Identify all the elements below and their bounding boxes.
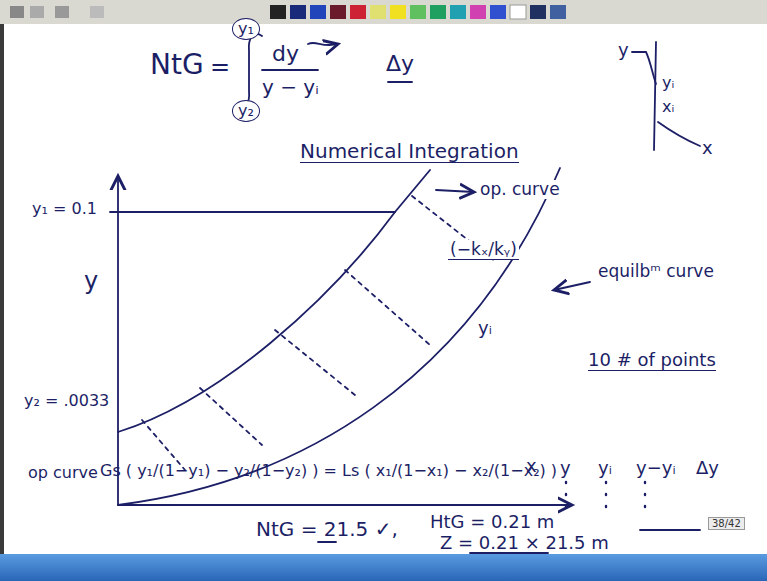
- table-header: y−yᵢ: [636, 458, 676, 478]
- interface-label: xᵢ: [662, 98, 674, 116]
- equals-sign: =: [210, 54, 230, 80]
- limit-label: y₂: [232, 100, 260, 122]
- point-label: yᵢ: [476, 318, 494, 338]
- toolbar-icons: [10, 5, 566, 19]
- status-bar: [0, 554, 767, 581]
- numerator: dy: [272, 42, 299, 66]
- value-label: y₂ = .0033: [22, 392, 111, 410]
- section-heading: Numerical Integration: [300, 140, 519, 163]
- limit-label: y₁: [232, 18, 260, 40]
- table-header: y: [560, 458, 571, 478]
- variable-label: x: [526, 456, 537, 476]
- equation: Gs ( y₁/(1−y₁) − y₂/(1−y₂) ) = Ls ( x₁/(…: [100, 462, 557, 480]
- table-header: Δy: [696, 458, 719, 478]
- value-label: y₁ = 0.1: [30, 200, 99, 218]
- note: 10 # of points: [588, 350, 716, 371]
- table-header: yᵢ: [598, 458, 612, 478]
- axis-label: y: [84, 268, 98, 294]
- interface-label: yᵢ: [662, 74, 674, 92]
- axis-label: x: [702, 138, 713, 158]
- symbol: Δy: [386, 52, 414, 76]
- result: NtG = 21.5 ✓,: [256, 518, 398, 540]
- symbol: NtG: [150, 50, 204, 81]
- result: Z = 0.21 × 21.5 m: [440, 533, 609, 553]
- axis-label: y: [618, 40, 629, 60]
- denominator: y − yᵢ: [262, 76, 319, 98]
- slope-label: (−kₓ/kᵧ): [448, 240, 519, 260]
- curve-label: op. curve: [478, 180, 562, 199]
- result: HtG = 0.21 m: [430, 512, 554, 532]
- toolbar: [0, 0, 767, 24]
- equation-label: op curve: [28, 464, 98, 482]
- curve-label: equilbᵐ curve: [596, 262, 716, 281]
- page-number: 38/42: [708, 517, 745, 530]
